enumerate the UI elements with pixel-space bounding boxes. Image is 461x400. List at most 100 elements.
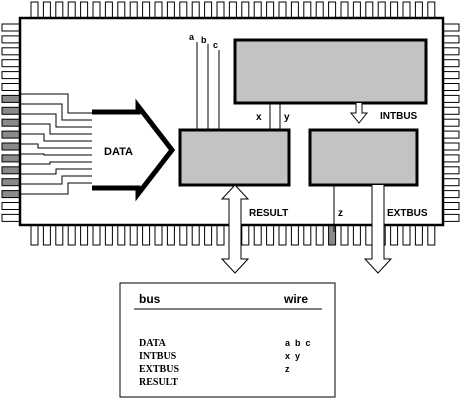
left-pins — [1, 23, 21, 222]
chip-pin — [1, 142, 21, 151]
chip-pin — [1, 118, 21, 127]
chip-pin — [266, 224, 275, 246]
chip-pin — [315, 224, 324, 246]
chip-pin — [278, 1, 287, 19]
chip-pin — [216, 224, 225, 246]
data-arrow — [92, 98, 176, 202]
chip-pin — [142, 224, 151, 246]
chip-pin — [328, 1, 337, 19]
chip-pin — [315, 1, 324, 19]
chip-pin — [117, 224, 126, 246]
table-row-bus: INTBUS — [139, 351, 177, 362]
chip-pin — [1, 106, 21, 115]
chip-pin — [402, 224, 411, 246]
chip-pin — [67, 1, 76, 19]
chip-pin — [442, 178, 460, 187]
chip-pin — [1, 71, 21, 80]
table-row-bus: EXTBUS — [139, 364, 179, 375]
chip-pin — [1, 35, 21, 44]
chip-pin — [442, 106, 460, 115]
chip-pin — [104, 1, 113, 19]
chip-pin — [42, 224, 51, 246]
chip-pin — [442, 94, 460, 103]
chip-pin — [1, 130, 21, 139]
chip-pin — [166, 224, 175, 246]
chip-pin — [253, 224, 262, 246]
chip-pin — [228, 1, 237, 19]
chip-pin — [1, 83, 21, 91]
table-header-wire: wire — [283, 292, 308, 306]
result-block — [178, 128, 291, 187]
chip-pin — [1, 47, 21, 56]
chip-pin — [1, 23, 21, 32]
chip-pin — [402, 1, 411, 19]
chip-pin — [266, 1, 275, 19]
chip-pin — [92, 224, 101, 246]
chip-pin — [442, 35, 460, 44]
chip-pin — [104, 224, 113, 246]
chip-pin — [1, 166, 21, 175]
chip-pin — [80, 224, 89, 246]
chip-pin — [42, 1, 51, 19]
chip-pin — [55, 1, 64, 19]
chip-pin — [166, 1, 175, 19]
chip-pin — [442, 71, 460, 80]
wire-c-label: c — [213, 40, 218, 50]
wire-x-label: x — [256, 112, 262, 123]
chip-pin — [216, 1, 225, 19]
table-row-wire: a b c — [285, 338, 311, 348]
chip-pin — [142, 1, 151, 19]
intbus-arrow — [349, 103, 369, 124]
chip-pin — [352, 1, 361, 19]
chip-pin — [390, 224, 399, 246]
chip-pin — [30, 1, 39, 19]
chip-pin — [204, 224, 213, 246]
abc-wires — [196, 42, 220, 130]
chip-pin — [442, 130, 460, 139]
table-row-wire: x y — [285, 351, 300, 361]
chip-pin — [303, 1, 312, 19]
chip-pin — [442, 154, 460, 163]
table-header-bus: bus — [139, 292, 161, 306]
chip-pin — [414, 224, 423, 246]
chip-pin — [129, 1, 138, 19]
chip-pin — [30, 224, 39, 246]
wire-y-label: y — [284, 112, 290, 123]
extbus-arrow — [363, 185, 393, 274]
right-pins — [442, 23, 460, 222]
chip-pin — [1, 94, 21, 103]
chip-pin — [1, 190, 21, 199]
result-arrow — [220, 184, 250, 274]
chip-pin — [1, 154, 21, 163]
result-label: RESULT — [249, 208, 288, 219]
chip-pin — [414, 1, 423, 19]
chip-pin — [442, 166, 460, 175]
bus-wire-table — [119, 282, 336, 398]
chip-pin — [442, 202, 460, 210]
chip-pin — [154, 224, 163, 246]
chip-pin — [442, 23, 460, 32]
chip-pin — [55, 224, 64, 246]
wire-a-label: a — [189, 32, 195, 42]
wire-z-label: z — [338, 208, 343, 219]
chip-pin — [241, 224, 250, 246]
chip-pin — [1, 202, 21, 210]
chip-pin — [340, 1, 349, 19]
data-input-wires — [20, 93, 92, 195]
chip-pin — [129, 224, 138, 246]
chip-pin — [352, 224, 361, 246]
chip-pin — [328, 224, 337, 246]
chip-pin — [290, 1, 299, 19]
chip-pin — [365, 1, 374, 19]
chip-pin — [80, 1, 89, 19]
xy-wires — [269, 103, 281, 130]
table-row-bus: DATA — [139, 338, 167, 349]
chip-pin — [179, 1, 188, 19]
chip-pin — [1, 178, 21, 187]
chip-pin — [92, 1, 101, 19]
top-pins — [30, 1, 436, 19]
chip-pin — [442, 142, 460, 151]
chip-pin — [377, 1, 386, 19]
chip-pin — [179, 224, 188, 246]
